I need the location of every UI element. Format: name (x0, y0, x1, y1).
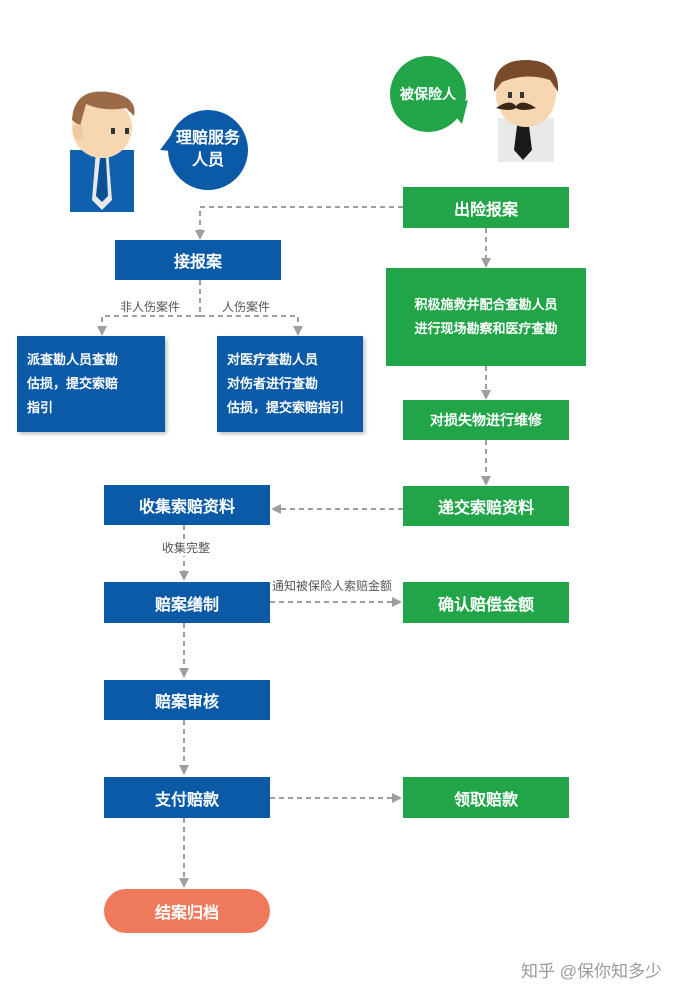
watermark: 知乎 @保你知多少 (521, 962, 662, 981)
edge-label-injury: 人伤案件 (222, 300, 271, 314)
node-confirm: 确认赔偿金额 (403, 582, 569, 623)
node-repair: 对损失物进行维修 (403, 400, 569, 440)
node-submit: 递交索赔资料 (403, 486, 569, 526)
insured-speech-bubble (390, 56, 468, 132)
edge-receive-to-injury (200, 315, 303, 336)
node-receive: 接报案 (115, 240, 281, 280)
node-rescue: 积极施救并配合查勘人员 进行现场勘察和医疗查勘 (386, 268, 586, 366)
node-pay: 支付赔款 (104, 777, 270, 818)
node-review: 赔案审核 (104, 680, 270, 720)
insured-avatar-icon (493, 60, 559, 162)
node-report: 出险报案 (403, 187, 569, 228)
node-receive-pay: 领取赔款 (403, 777, 569, 818)
node-compile: 赔案缮制 (104, 582, 270, 623)
insured-label: 被保险人 (400, 86, 456, 102)
staff-label: 理赔服务 人员 (175, 130, 240, 169)
staff-speech-bubble (160, 110, 248, 190)
node-archive: 结案归档 (104, 889, 270, 933)
edge-label-non-injury: 非人伤案件 (120, 300, 181, 314)
node-collect: 收集索赔资料 (104, 485, 270, 525)
staff-avatar-icon (70, 91, 135, 212)
node-non-injury: 派查勘人员查勘 估损，提交索赔 指引 (17, 336, 165, 432)
node-injury: 对医疗查勘人员 对伤者进行查勘 估损，提交索赔指引 (217, 336, 363, 432)
connectors (97, 206, 491, 888)
edge-receive-to-non-injury (97, 315, 200, 336)
edge-label-collect-done: 收集完整 (162, 539, 211, 556)
edge-label-notify-amount: 通知被保险人索赔金额 (272, 579, 393, 593)
edge-report-to-receive (195, 206, 403, 240)
